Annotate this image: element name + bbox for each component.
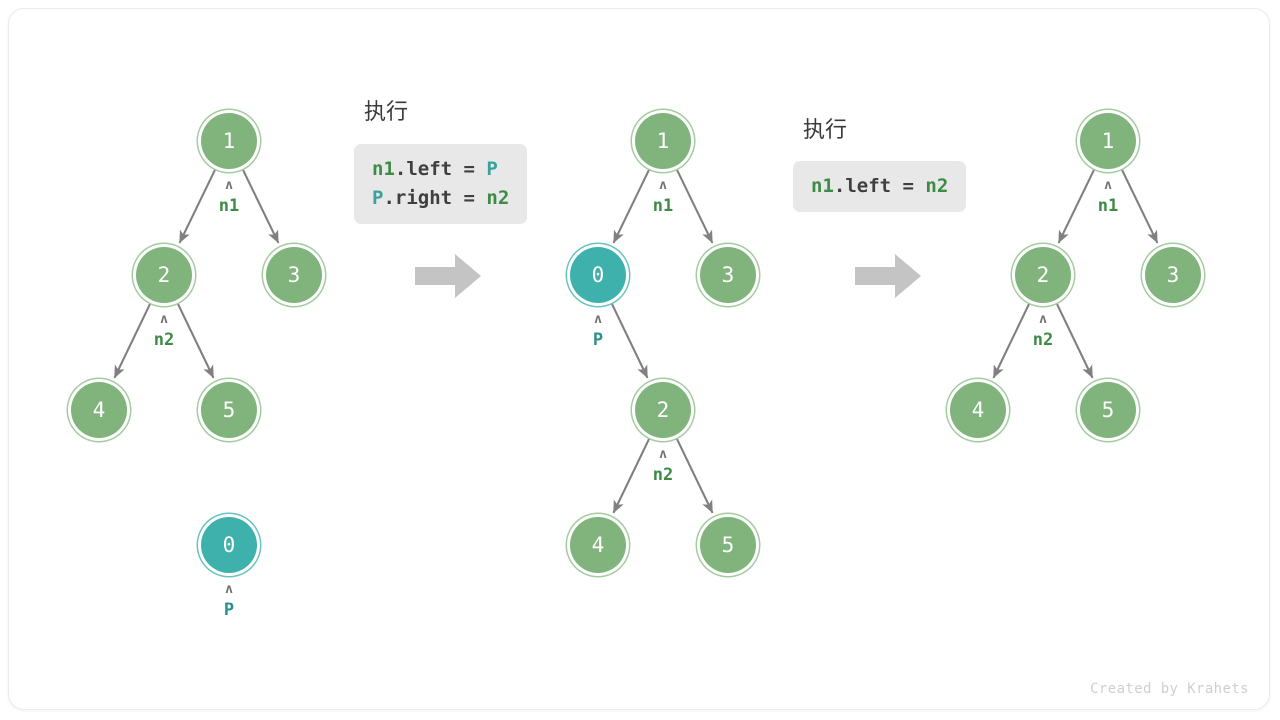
code-token: P (372, 187, 384, 209)
tree-node-value: 1 (656, 128, 670, 153)
tree-node: 2 (136, 247, 192, 303)
code-token: P (486, 158, 498, 180)
pointer-label-text: n2 (652, 465, 674, 485)
pointer-label-text: n1 (652, 196, 674, 216)
arrow-2 (855, 254, 921, 303)
caret-icon: ʌ (659, 178, 667, 193)
tree-node-value: 5 (222, 397, 236, 422)
tree-node-value: 3 (287, 262, 301, 287)
pointer-label-n2: ʌ n2 (134, 312, 194, 350)
pointer-label-text: n2 (153, 330, 175, 350)
tree-node-value: 4 (971, 397, 985, 422)
pointer-label-n2: ʌ n2 (1013, 312, 1073, 350)
code-token: .left = (394, 158, 487, 180)
tree-node-value: 3 (721, 262, 735, 287)
right-arrow-icon (855, 254, 921, 298)
code-token: n2 (486, 187, 510, 209)
tree-node: 2 (635, 382, 691, 438)
tree-node: 4 (71, 382, 127, 438)
pointer-label-n1: ʌ n1 (633, 178, 693, 216)
tree-node: 0 (570, 247, 626, 303)
tree-node: 3 (1145, 247, 1201, 303)
pointer-label-text: P (592, 330, 604, 350)
code-token: .right = (383, 187, 487, 209)
credit-text: Created by Krahets (1090, 681, 1249, 697)
caret-icon: ʌ (225, 178, 233, 193)
pointer-label-text: n2 (1032, 330, 1054, 350)
pointer-label-n1: ʌ n1 (1078, 178, 1138, 216)
code-line: P.right = n2 (372, 184, 509, 213)
caret-icon: ʌ (160, 312, 168, 327)
tree-node: 3 (700, 247, 756, 303)
caret-icon: ʌ (659, 447, 667, 462)
tree-node-value: 2 (656, 397, 670, 422)
tree-node: 2 (1015, 247, 1071, 303)
tree-node: 4 (570, 517, 626, 573)
tree-node-value: 0 (591, 262, 605, 287)
code-token: n1 (372, 158, 395, 180)
tree-node: 1 (201, 113, 257, 169)
arrow-1 (415, 254, 481, 303)
pointer-label-text: n1 (218, 196, 240, 216)
tree-node-value: 4 (591, 532, 605, 557)
tree-node-value: 2 (1036, 262, 1050, 287)
tree-node-value: 0 (222, 532, 236, 557)
tree-node-value: 1 (222, 128, 236, 153)
code-token: n1 (811, 175, 834, 197)
tree-node: 5 (700, 517, 756, 573)
tree-node: 1 (1080, 113, 1136, 169)
code-line: n1.left = P (372, 155, 509, 184)
step-label: 执行 (803, 118, 848, 143)
caret-icon: ʌ (594, 312, 602, 327)
tree-node: 5 (1080, 382, 1136, 438)
tree-node-value: 5 (1101, 397, 1115, 422)
pointer-label-n1: ʌ n1 (199, 178, 259, 216)
tree-node: 5 (201, 382, 257, 438)
tree-node: 3 (266, 247, 322, 303)
pointer-label-text: n1 (1097, 196, 1119, 216)
tree-node-value: 3 (1166, 262, 1180, 287)
code-line: n1.left = n2 (811, 172, 948, 201)
caret-icon: ʌ (225, 582, 233, 597)
tree-node-value: 4 (92, 397, 106, 422)
pointer-label-n2: ʌ n2 (633, 447, 693, 485)
code-token: n2 (925, 175, 949, 197)
tree-node-value: 5 (721, 532, 735, 557)
tree-node-value: 2 (157, 262, 171, 287)
caret-icon: ʌ (1104, 178, 1112, 193)
tree-node: 4 (950, 382, 1006, 438)
right-arrow-icon (415, 254, 481, 298)
tree-node: 1 (635, 113, 691, 169)
tree-node: 0 (201, 517, 257, 573)
code-snippet: n1.left = n2 (793, 161, 967, 212)
code-token: .left = (833, 175, 926, 197)
pointer-label-text: P (223, 600, 235, 620)
caret-icon: ʌ (1039, 312, 1047, 327)
step-label: 执行 (364, 100, 409, 125)
tree-node-value: 1 (1101, 128, 1115, 153)
